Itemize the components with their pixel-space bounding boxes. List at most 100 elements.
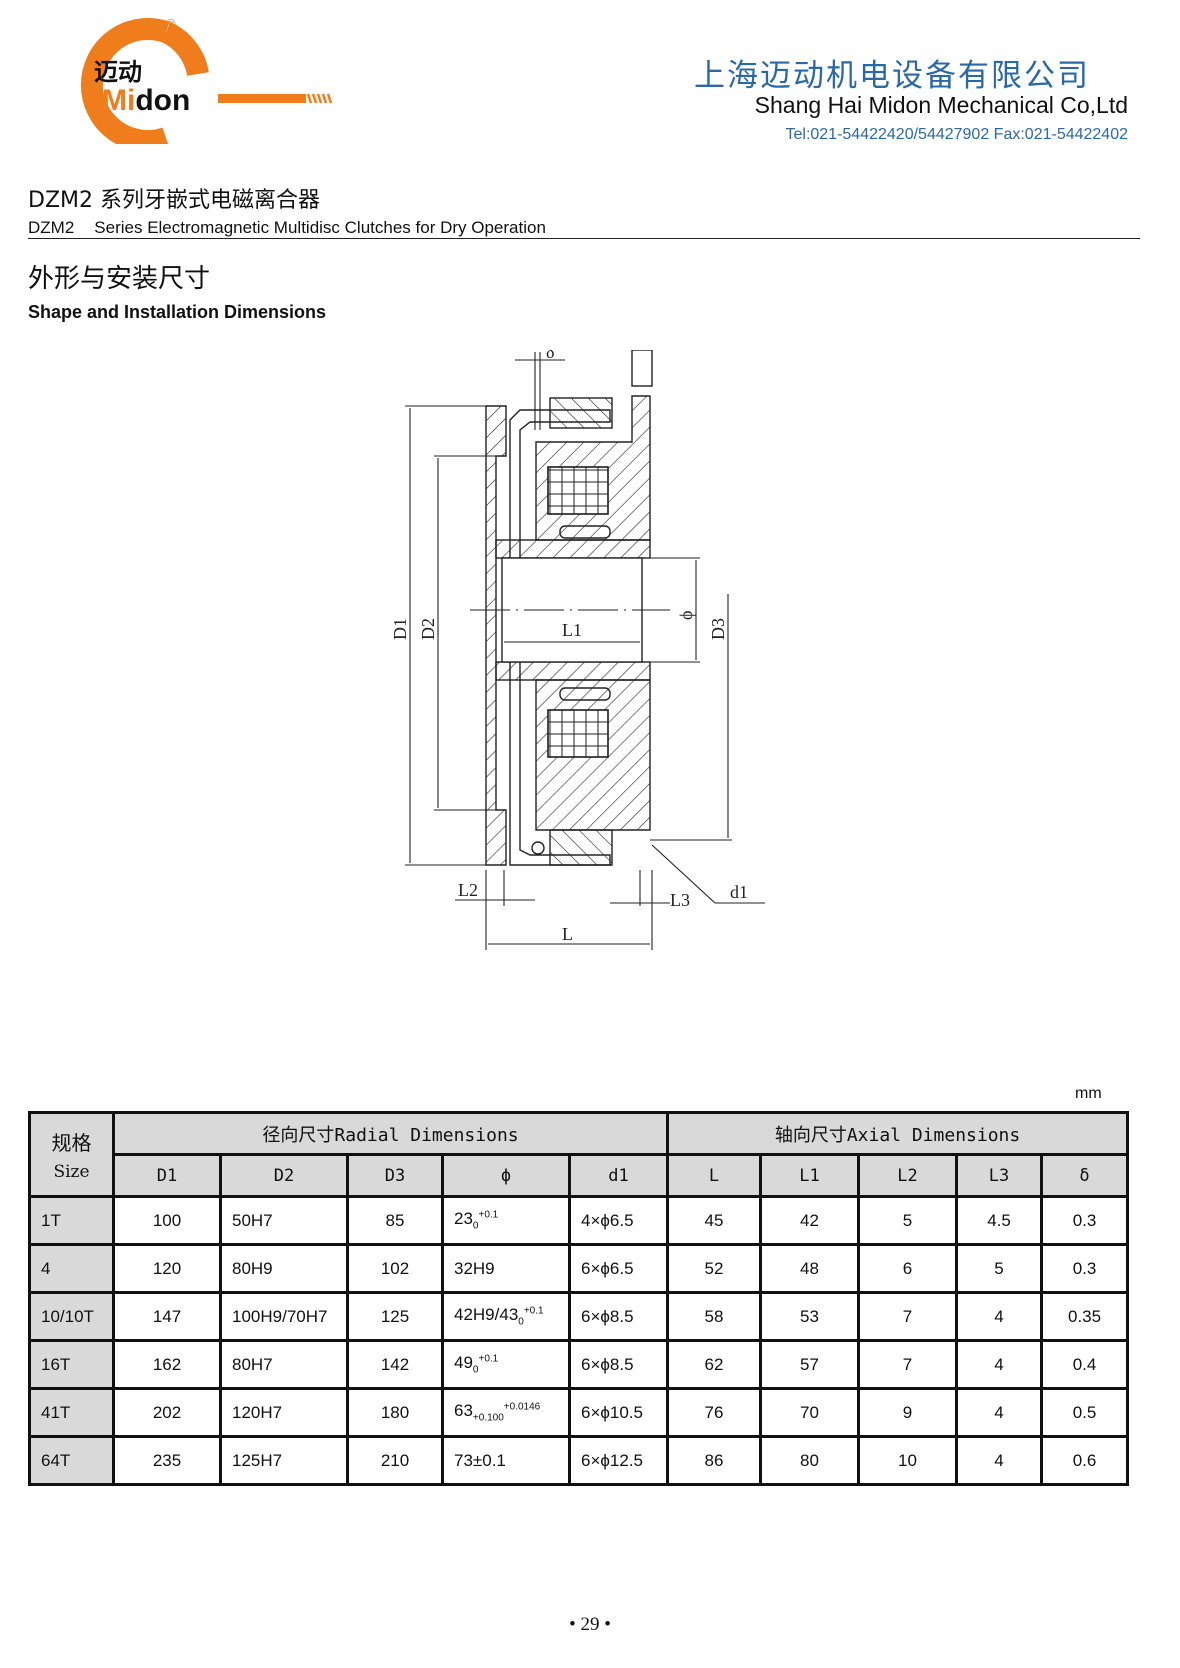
d3-cell: 125	[346, 1291, 444, 1342]
size-header-en: Size	[53, 1162, 90, 1182]
bore-cell: 42H9/430+0.1	[441, 1291, 571, 1342]
logo-ring	[80, 18, 170, 144]
size-header-cn: 规格	[51, 1131, 92, 1155]
l1-cell: 57	[759, 1339, 861, 1390]
hole-cell: 6×ϕ8.5	[567, 1291, 670, 1342]
logo-brand: Midon	[102, 84, 190, 117]
delta-cell: 0.4	[1040, 1339, 1130, 1390]
leader-d1	[651, 844, 716, 904]
hole-cell: 6×ϕ12.5	[567, 1435, 670, 1486]
label-L: L	[562, 924, 573, 944]
l3-cell: 4	[955, 1339, 1044, 1390]
bore-value: 63	[454, 1401, 473, 1421]
col-header-d1: d1	[567, 1153, 670, 1198]
d2-cell: 50H7	[219, 1195, 349, 1246]
spring-pin-bottom	[559, 687, 611, 701]
d1-outer-cell: 100	[112, 1195, 222, 1246]
label-D1: D1	[390, 618, 410, 640]
d2-cell: 125H7	[219, 1435, 349, 1486]
col-header-D3: D3	[346, 1153, 444, 1198]
radial-dimensions-header: 径向尺寸Radial Dimensions	[111, 1111, 670, 1156]
l3-cell: 4	[955, 1291, 1044, 1342]
bore-upper-tolerance: +0.0146	[503, 1401, 541, 1413]
l-cell: 62	[666, 1339, 763, 1390]
size-cell: 1T	[28, 1195, 115, 1246]
bore-cell: 32H9	[441, 1243, 571, 1294]
d2-cell: 100H9/70H7	[219, 1291, 349, 1342]
l3-cell: 4	[955, 1387, 1044, 1438]
delta-cell: 0.6	[1040, 1435, 1130, 1486]
bore-cell: 230+0.1	[441, 1195, 571, 1246]
bore-value: 23	[454, 1209, 473, 1229]
bore-upper-tolerance: +0.1	[478, 1353, 499, 1365]
d3-cell: 85	[346, 1195, 444, 1246]
size-cell: 10/10T	[28, 1291, 115, 1342]
bore-cell: 63+0.100+0.0146	[441, 1387, 571, 1438]
l1-cell: 42	[759, 1195, 861, 1246]
size-header: 规格 Size	[28, 1111, 115, 1198]
company-name-en: Shang Hai Midon Mechanical Co,Ltd	[754, 92, 1128, 118]
l2-cell: 5	[857, 1195, 959, 1246]
section-title-cn: 外形与安装尺寸	[28, 264, 211, 294]
d3-cell: 180	[346, 1387, 444, 1438]
col-header-phi: ϕ	[441, 1153, 571, 1198]
d1-outer-cell: 120	[112, 1243, 222, 1294]
bore-cell: 73±0.1	[441, 1435, 571, 1486]
series-description: Series Electromagnetic Multidisc Clutche…	[94, 218, 546, 237]
label-L3: L3	[670, 890, 690, 910]
axial-dimensions-header: 轴向尺寸Axial Dimensions	[666, 1111, 1130, 1156]
l-cell: 86	[666, 1435, 763, 1486]
col-header-L1: L1	[759, 1153, 861, 1198]
col-header-L2: L2	[857, 1153, 959, 1198]
bore-lower-tolerance: +0.100	[472, 1412, 504, 1424]
logo-registered: ®	[166, 16, 176, 31]
bore-lower-tolerance: 0	[472, 1364, 479, 1376]
l-cell: 45	[666, 1195, 763, 1246]
l2-cell: 7	[857, 1339, 959, 1390]
d2-cell: 120H7	[219, 1387, 349, 1438]
delta-cell: 0.5	[1040, 1387, 1130, 1438]
bore-cell: 490+0.1	[441, 1339, 571, 1390]
size-cell: 16T	[28, 1339, 115, 1390]
label-delta: δ	[546, 350, 554, 362]
d1-outer-cell: 147	[112, 1291, 222, 1342]
bore-upper-tolerance: +0.1	[523, 1305, 544, 1317]
hole-cell: 4×ϕ6.5	[567, 1195, 670, 1246]
label-L2: L2	[458, 880, 478, 900]
size-cell: 64T	[28, 1435, 115, 1486]
delta-cell: 0.35	[1040, 1291, 1130, 1342]
disc-pack-top	[549, 397, 613, 429]
l-cell: 58	[666, 1291, 763, 1342]
series-title-cn: DZM2 系列牙嵌式电磁离合器	[28, 188, 320, 213]
hub-bottom	[495, 661, 651, 681]
unit-label: mm	[1075, 1085, 1102, 1102]
logo-cn: 迈动	[94, 58, 142, 86]
col-header-L: L	[666, 1153, 763, 1198]
d3-cell: 102	[346, 1243, 444, 1294]
disc-pack-bottom	[549, 829, 613, 866]
l2-cell: 10	[857, 1435, 959, 1486]
l3-cell: 4.5	[955, 1195, 1044, 1246]
clutch-section-drawing: δ D1 D2 ϕ D3 L1 L2 L3 d1 L	[390, 350, 765, 950]
d2-cell: 80H7	[219, 1339, 349, 1390]
l1-cell: 48	[759, 1243, 861, 1294]
left-flange	[485, 405, 507, 866]
bore-lower-tolerance: 0	[472, 1220, 479, 1232]
l-cell: 76	[666, 1387, 763, 1438]
col-header-D1: D1	[112, 1153, 222, 1198]
bore-value: 32H9	[454, 1258, 495, 1278]
label-D2: D2	[418, 618, 438, 640]
logo-bar	[218, 94, 306, 103]
l2-cell: 9	[857, 1387, 959, 1438]
label-d1: d1	[730, 882, 748, 902]
size-cell: 41T	[28, 1387, 115, 1438]
series-model: DZM2	[28, 218, 75, 237]
bore-value: 49	[454, 1353, 473, 1373]
label-L1: L1	[562, 620, 582, 640]
hole-cell: 6×ϕ8.5	[567, 1339, 670, 1390]
